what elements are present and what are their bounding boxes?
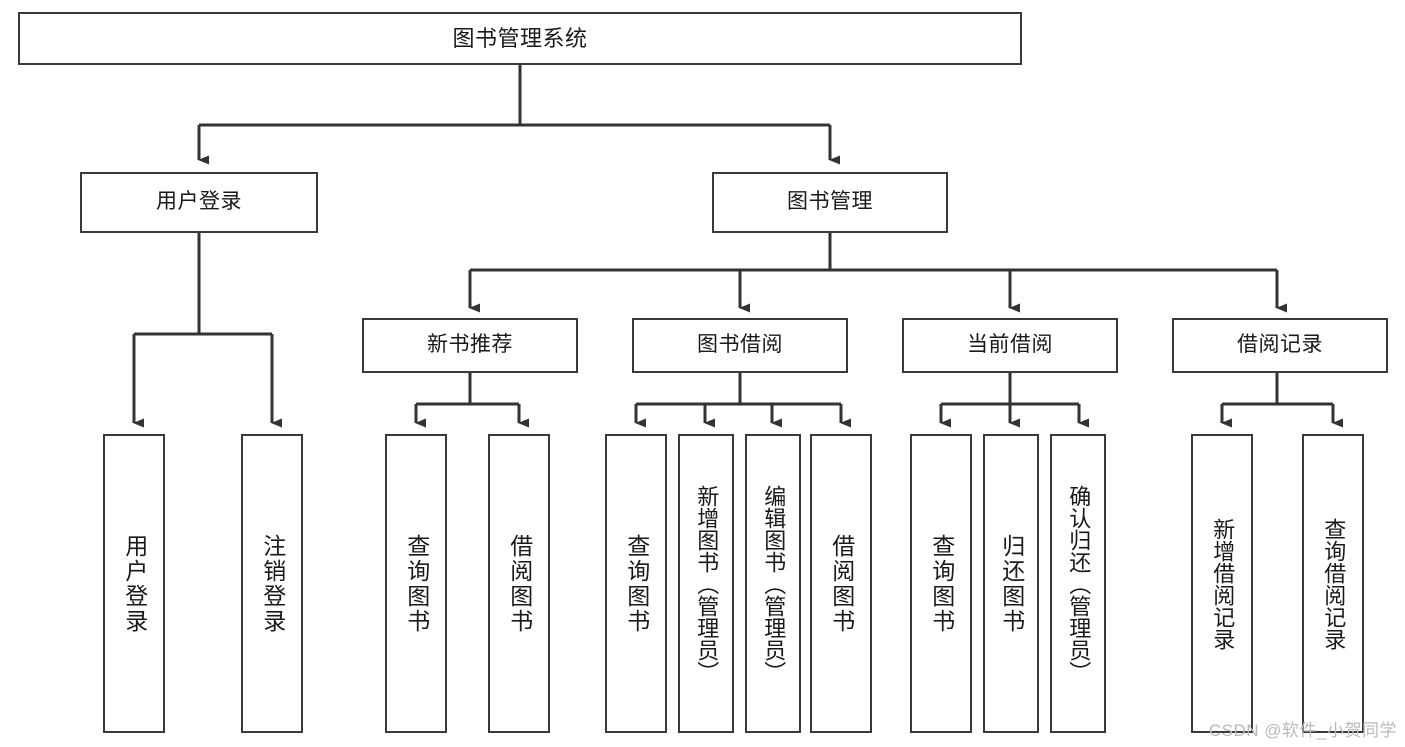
node-book-management[interactable]: 图书管理 [712,172,948,233]
node-label: 查询图书 [928,533,955,634]
node-borrowing-record[interactable]: 借阅记录 [1172,318,1388,373]
node-label: 图书管理系统 [452,25,588,51]
node-label: 查询图书 [623,533,650,634]
leaf-query-book-current[interactable]: 查询图书 [910,434,972,733]
node-label: 归还图书 [998,533,1025,634]
node-label: 用户登录 [156,190,242,214]
node-label: 注销登录 [259,533,286,634]
node-label: 编辑图书（管理员） [761,484,787,683]
leaf-query-book-borrowing[interactable]: 查询图书 [605,434,667,733]
node-label: 图书管理 [787,190,873,214]
leaf-query-borrowing-record[interactable]: 查询借阅记录 [1302,434,1364,733]
node-label: 图书借阅 [697,333,783,357]
node-user-login[interactable]: 用户登录 [80,172,318,233]
node-label: 用户登录 [121,533,148,634]
node-label: 查询借阅记录 [1321,517,1347,650]
node-book-management-system[interactable]: 图书管理系统 [18,12,1022,65]
leaf-borrow-book-new-recommendation[interactable]: 借阅图书 [488,434,550,733]
node-label: 确认归还（管理员） [1066,484,1092,683]
node-label: 当前借阅 [967,333,1053,357]
leaf-return-book[interactable]: 归还图书 [983,434,1039,733]
leaf-user-login[interactable]: 用户登录 [103,434,165,733]
node-label: 新增借阅记录 [1210,517,1236,650]
leaf-add-borrowing-record[interactable]: 新增借阅记录 [1191,434,1253,733]
node-label: 新增图书（管理员） [694,484,720,683]
node-label: 新书推荐 [427,333,513,357]
leaf-add-book-admin[interactable]: 新增图书（管理员） [678,434,734,733]
leaf-edit-book-admin[interactable]: 编辑图书（管理员） [745,434,801,733]
node-book-borrowing[interactable]: 图书借阅 [632,318,848,373]
node-label: 借阅图书 [506,533,533,634]
leaf-confirm-return-admin[interactable]: 确认归还（管理员） [1050,434,1106,733]
leaf-query-book-new-recommendation[interactable]: 查询图书 [385,434,447,733]
watermark: CSDN @软件_小贺同学 [1208,721,1397,740]
node-current-borrowing[interactable]: 当前借阅 [902,318,1118,373]
node-label: 借阅图书 [828,533,855,634]
leaf-logout[interactable]: 注销登录 [241,434,303,733]
leaf-borrow-book-borrowing[interactable]: 借阅图书 [810,434,872,733]
node-new-book-recommendation[interactable]: 新书推荐 [362,318,578,373]
node-label: 借阅记录 [1237,333,1323,357]
node-label: 查询图书 [403,533,430,634]
